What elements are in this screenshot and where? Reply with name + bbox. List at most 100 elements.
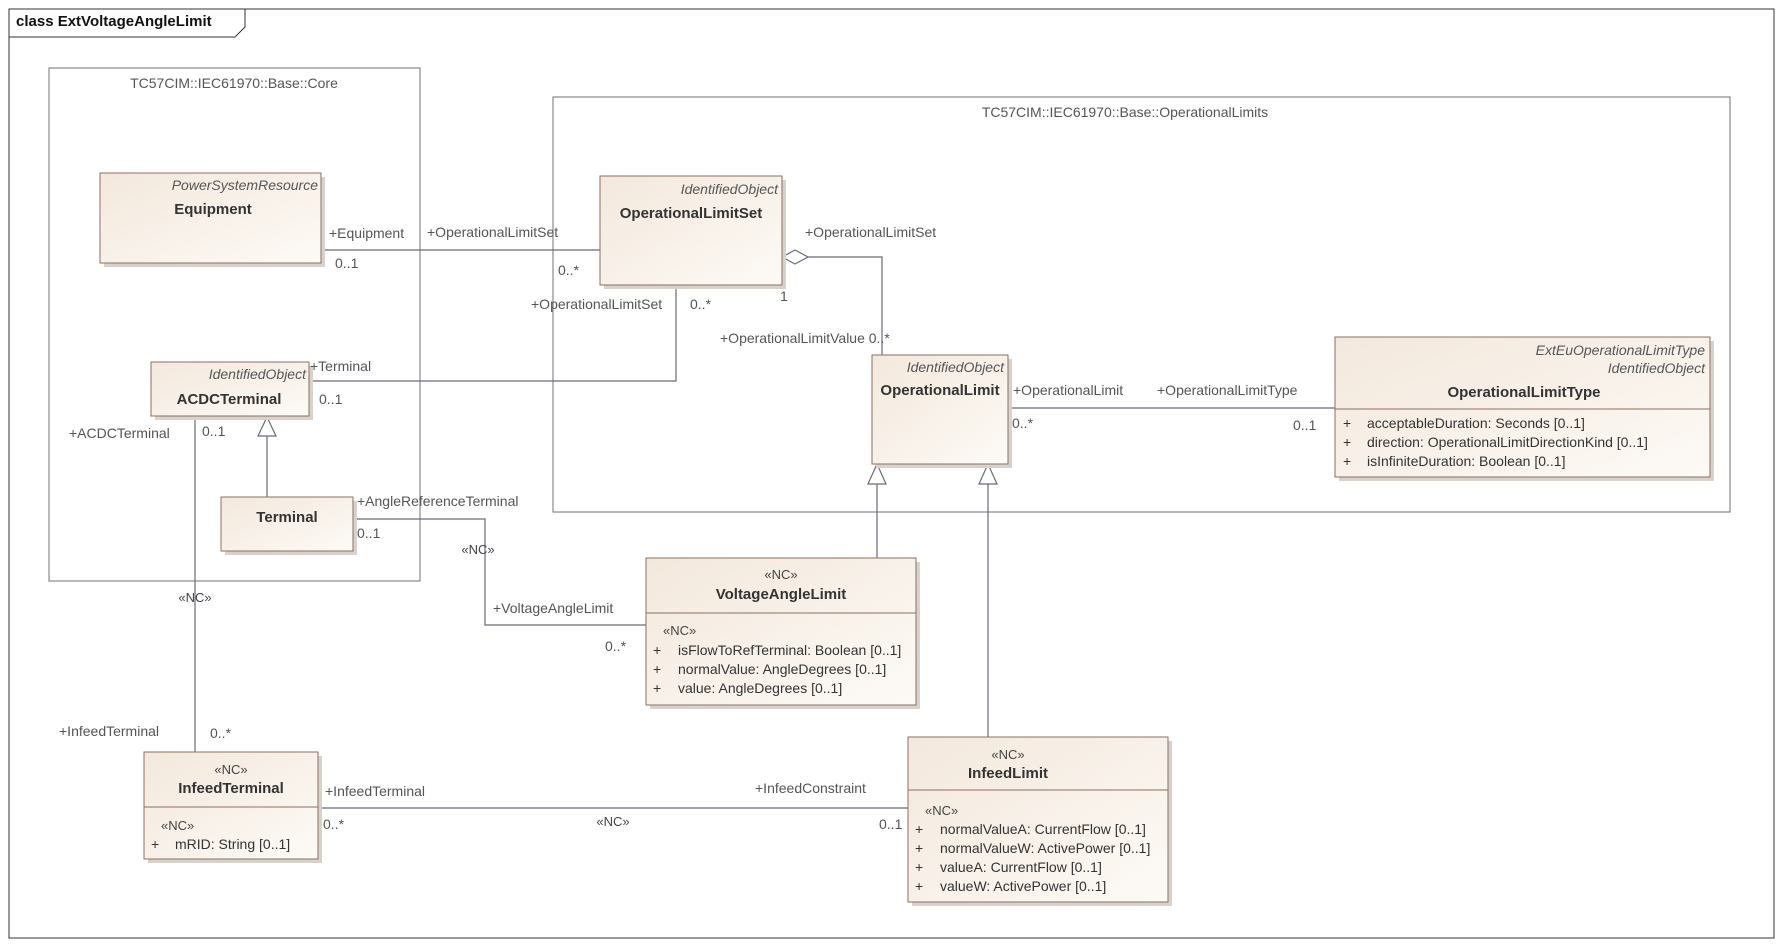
infeedlimit-attributes: + normalValueA: CurrentFlow [0..1] + nor… [915,821,1150,894]
generalization-arrow-val [867,462,887,485]
mult-acdcterminal: 0..1 [202,423,226,439]
mult-oplimit: 0..* [1012,415,1034,431]
attr-marker: + [653,680,661,696]
oplimittype-stereotype-2: IdentifiedObject [1608,360,1706,376]
nc-infeed: «NC» [596,814,629,829]
voltageanglelimit-name: VoltageAngleLimit [716,586,847,603]
infeedlimit-attr: normalValueW: ActivePower [0..1] [940,840,1150,856]
class-voltageanglelimit[interactable]: «NC» VoltageAngleLimit «NC» + isFlowToRe… [645,557,920,709]
acdcterminal-stereotype: IdentifiedObject [209,366,307,382]
role-equipment-oplimitset: +OperationalLimitSet [427,224,558,240]
voltageanglelimit-attr: isFlowToRefTerminal: Boolean [0..1] [678,642,901,658]
class-oplimitset[interactable]: IdentifiedObject OperationalLimitSet [599,175,786,289]
nc-angle-reference: «NC» [461,542,494,557]
mult-infeedterminal-acdc: 0..* [210,725,232,741]
edge-terminal-voltageanglelimit [353,518,646,626]
oplimittype-attributes: + acceptableDuration: Seconds [0..1] + d… [1343,415,1648,469]
class-equipment[interactable]: PowerSystemResource Equipment [99,172,325,267]
mult-anglereferenceterminal: 0..1 [357,525,381,541]
equipment-name: Equipment [174,201,252,218]
mult-equipment-oplimitset: 0..* [558,262,580,278]
infeedlimit-attr: normalValueA: CurrentFlow [0..1] [940,821,1146,837]
role-equipment: +Equipment [329,225,404,241]
edge-acdcterminal-oplimitset [309,285,677,382]
class-infeedterminal[interactable]: «NC» InfeedTerminal «NC» + mRID: String … [143,751,322,863]
generalization-arrow-infeed [978,462,998,485]
role-infeedterminal: +InfeedTerminal [325,783,425,799]
voltageanglelimit-attributes: + isFlowToRefTerminal: Boolean [0..1] + … [653,642,901,696]
aggregation-diamond [780,249,810,265]
terminal-name: Terminal [256,509,317,526]
attr-marker: + [915,878,923,894]
role-infeedterminal-acdc: +InfeedTerminal [59,723,159,739]
attr-marker: + [653,642,661,658]
class-oplimittype[interactable]: ExtEuOperationalLimitType IdentifiedObje… [1334,336,1714,481]
attr-marker: + [1343,434,1351,450]
attr-marker: + [915,840,923,856]
mult-oplimittype: 0..1 [1293,417,1317,433]
mult-aggregation-one: 1 [780,288,788,304]
diagram-frame: class ExtVoltageAngleLimit [8,8,1775,939]
frame-title: class ExtVoltageAngleLimit [16,13,212,30]
voltageanglelimit-attr: value: AngleDegrees [0..1] [678,680,842,696]
acdcterminal-name: ACDCTerminal [177,391,282,408]
oplimittype-attr: direction: OperationalLimitDirectionKind… [1367,434,1648,450]
infeedlimit-stereotype: «NC» [991,747,1024,762]
mult-infeedterminal: 0..* [323,816,345,832]
infeedterminal-stereotype: «NC» [214,762,247,777]
attr-marker: + [1343,415,1351,431]
package-core: TC57CIM::IEC61970::Base::Core [48,67,421,582]
infeedterminal-attr: mRID: String [0..1] [175,836,290,852]
edges [194,249,1335,809]
attr-marker: + [915,821,923,837]
class-acdcterminal[interactable]: IdentifiedObject ACDCTerminal [150,361,313,420]
role-oplimitvalue: +OperationalLimitValue 0..* [720,330,890,346]
oplimittype-attr: acceptableDuration: Seconds [0..1] [1367,415,1585,431]
package-operational-limits-title: TC57CIM::IEC61970::Base::OperationalLimi… [982,104,1268,120]
voltageanglelimit-attr-stereotype: «NC» [663,623,696,638]
edge-labels: +Equipment 0..1 +OperationalLimitSet 0..… [59,224,1317,832]
oplimittype-attr: isInfiniteDuration: Boolean [0..1] [1367,453,1565,469]
attr-marker: + [653,661,661,677]
role-acdcterminal: +ACDCTerminal [69,425,170,441]
class-oplimit[interactable]: IdentifiedObject OperationalLimit [871,354,1012,468]
role-anglereferenceterminal: +AngleReferenceTerminal [357,493,518,509]
role-terminal-oplimitset: +OperationalLimitSet [531,296,662,312]
role-infeedconstraint: +InfeedConstraint [755,780,866,796]
infeedlimit-attr: valueA: CurrentFlow [0..1] [940,859,1102,875]
oplimit-stereotype: IdentifiedObject [907,359,1005,375]
infeedlimit-name: InfeedLimit [968,765,1048,782]
generalization-arrow-acdc [257,415,277,437]
infeedlimit-attr: valueW: ActivePower [0..1] [940,878,1106,894]
mult-equipment: 0..1 [335,255,359,271]
infeedterminal-attr-stereotype: «NC» [161,818,194,833]
attr-marker: + [1343,453,1351,469]
role-oplimittype: +OperationalLimitType [1157,382,1298,398]
nc-acdc-infeed: «NC» [178,590,211,605]
package-core-title: TC57CIM::IEC61970::Base::Core [130,75,338,91]
oplimitset-stereotype: IdentifiedObject [681,181,779,197]
oplimitset-name: OperationalLimitSet [620,205,763,222]
mult-voltageanglelimit: 0..* [605,638,627,654]
role-aggregation-oplimitset: +OperationalLimitSet [805,224,936,240]
attr-marker: + [151,836,159,852]
class-infeedlimit[interactable]: «NC» InfeedLimit «NC» + normalValueA: Cu… [907,736,1172,906]
oplimittype-stereotype-1: ExtEuOperationalLimitType [1536,342,1706,358]
role-voltageanglelimit: +VoltageAngleLimit [493,600,613,616]
infeedterminal-name: InfeedTerminal [178,780,284,797]
attr-marker: + [915,859,923,875]
edge-oplimitset-oplimit [808,256,883,355]
equipment-stereotype: PowerSystemResource [172,177,318,193]
voltageanglelimit-stereotype: «NC» [764,567,797,582]
package-operational-limits: TC57CIM::IEC61970::Base::OperationalLimi… [552,96,1731,513]
mult-terminal-oplimitset: 0..* [690,296,712,312]
infeedterminal-attributes: + mRID: String [0..1] [151,836,290,852]
oplimittype-name: OperationalLimitType [1447,384,1600,401]
voltageanglelimit-attr: normalValue: AngleDegrees [0..1] [678,661,886,677]
oplimit-name: OperationalLimit [880,382,999,399]
mult-terminal: 0..1 [319,391,343,407]
infeedlimit-attr-stereotype: «NC» [925,803,958,818]
role-terminal: +Terminal [310,358,371,374]
class-terminal[interactable]: Terminal [220,496,357,555]
